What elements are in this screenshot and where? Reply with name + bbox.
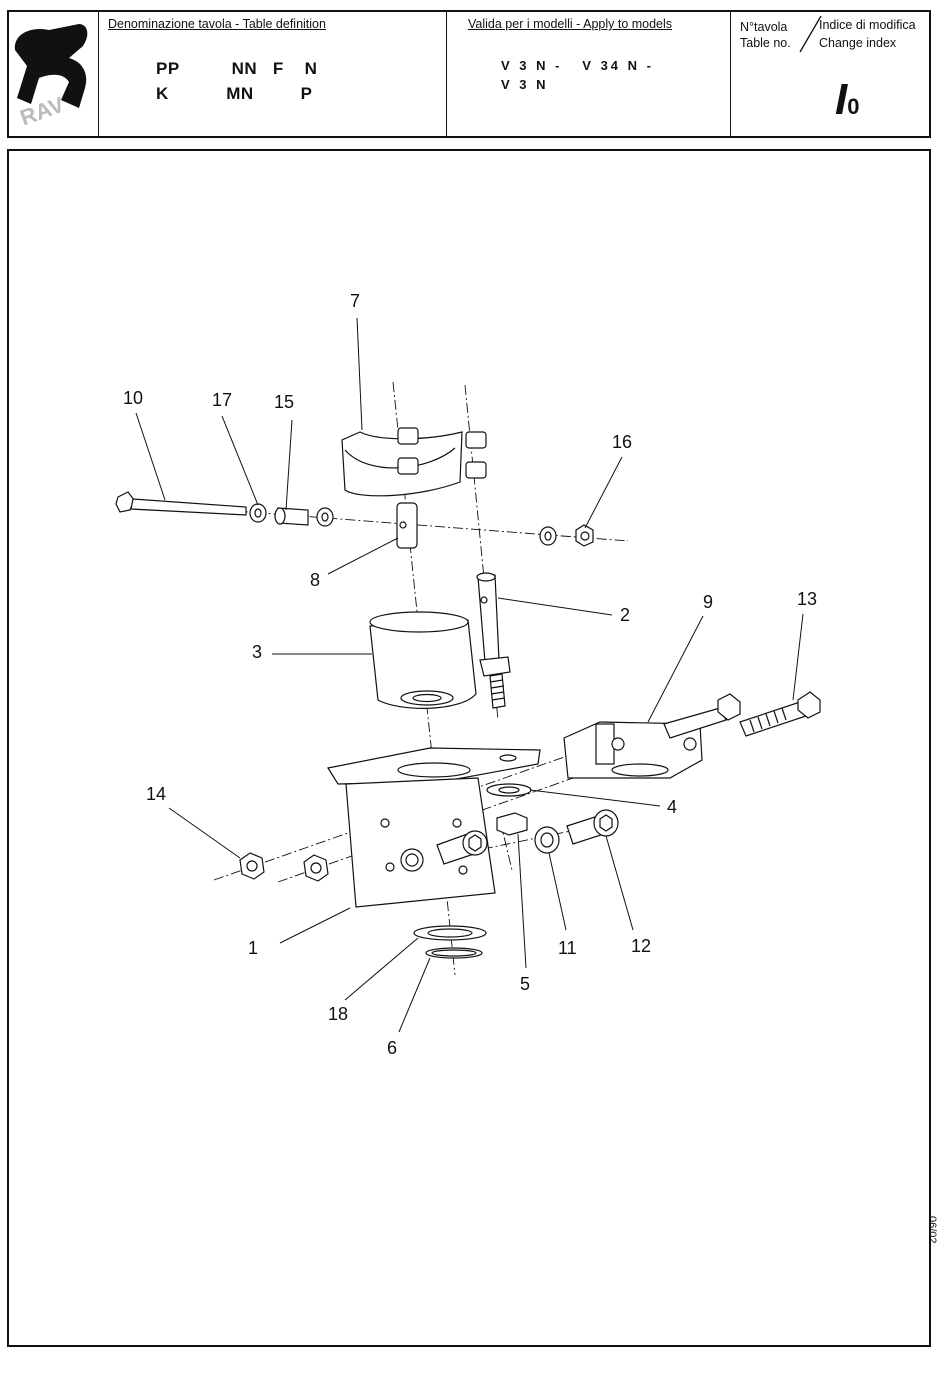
part-label-10: 10 [123, 388, 143, 408]
spacer-part-15 [275, 508, 308, 525]
coil-part-3 [370, 612, 476, 708]
washer-part-15b [317, 508, 333, 526]
nut-part-14 [240, 853, 264, 879]
oring-part-4 [487, 784, 531, 796]
part-label-8: 8 [310, 570, 320, 590]
part-label-5: 5 [520, 974, 530, 994]
screw-part-12 [567, 810, 618, 844]
part-label-16: 16 [612, 432, 632, 452]
part-label-6: 6 [387, 1038, 397, 1058]
nut-part-16 [576, 525, 593, 546]
block-part-9 [564, 694, 740, 778]
part-label-12: 12 [631, 936, 651, 956]
part-label-13: 13 [797, 589, 817, 609]
part-label-18: 18 [328, 1004, 348, 1024]
pin-part-8 [397, 503, 417, 548]
nut-part-5 [497, 813, 527, 835]
bolt-part-10 [116, 492, 246, 515]
part-label-7: 7 [350, 291, 360, 311]
bolt-part-13 [740, 692, 820, 736]
washer-part-18 [414, 926, 486, 940]
revision-code: 06/02 [926, 1216, 938, 1244]
part-label-15: 15 [274, 392, 294, 412]
part-label-4: 4 [667, 797, 677, 817]
part-label-14: 14 [146, 784, 166, 804]
washer-part-17 [250, 504, 266, 522]
circlip-part-6 [426, 948, 482, 958]
washer-part-16a [540, 527, 556, 545]
washer-part-11 [535, 827, 559, 853]
part-label-17: 17 [212, 390, 232, 410]
nut-part-14b [304, 855, 328, 881]
part-label-9: 9 [703, 592, 713, 612]
part-label-11: 11 [558, 938, 577, 958]
stud-part-2 [477, 573, 510, 708]
part-label-1: 1 [248, 938, 258, 958]
part-label-2: 2 [620, 605, 630, 625]
clamp-part-7 [342, 428, 486, 496]
part-label-3: 3 [252, 642, 262, 662]
